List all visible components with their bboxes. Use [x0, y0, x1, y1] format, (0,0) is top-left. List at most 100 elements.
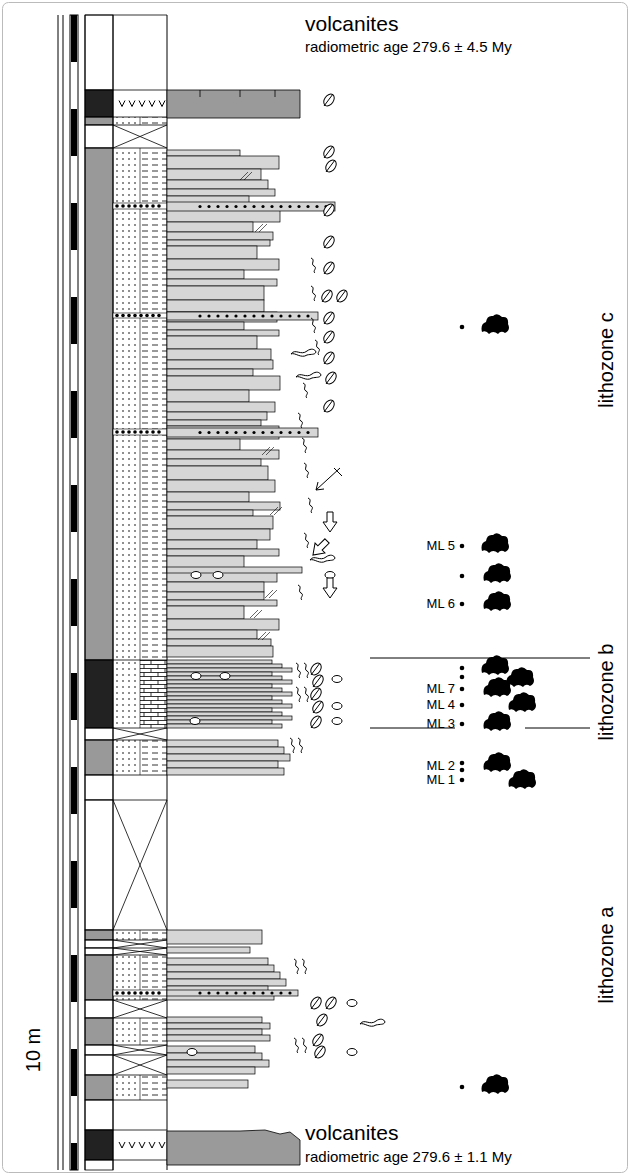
sediment-bed	[167, 747, 284, 754]
sediment-bed	[167, 222, 253, 232]
pebble	[198, 205, 201, 208]
sediment-bed	[167, 1053, 262, 1060]
plant-fossil	[322, 329, 337, 345]
squiggle	[304, 687, 308, 702]
pebble	[252, 205, 255, 208]
sediment-bed	[167, 720, 272, 724]
fossil-level	[484, 563, 512, 583]
sample-dot	[460, 574, 465, 579]
pebble	[216, 314, 219, 317]
pebble	[234, 991, 237, 994]
color-column-cell	[85, 1018, 113, 1045]
pebble	[225, 314, 228, 317]
squiggle	[298, 413, 302, 428]
sediment-bed	[167, 668, 292, 672]
gap-cross	[113, 1045, 167, 1055]
burrow	[296, 372, 321, 379]
sediment-bed	[167, 672, 272, 676]
pebble	[225, 431, 228, 434]
sediment-bed	[167, 420, 261, 426]
leaf-outline	[322, 202, 337, 218]
squiggle	[304, 463, 308, 478]
joint-tick	[240, 90, 241, 97]
burrow-outline	[310, 555, 335, 562]
cross-bedding	[255, 224, 267, 232]
sediment-bed	[167, 516, 273, 529]
sample-dot	[460, 768, 465, 773]
fossil-level	[507, 667, 535, 687]
sample-dot	[460, 703, 465, 708]
leaf-vein	[324, 94, 333, 106]
pebble	[139, 204, 143, 208]
concretion	[191, 673, 201, 680]
leaf-vein	[324, 400, 333, 412]
column-border	[113, 15, 114, 1170]
gap-cross	[113, 1055, 167, 1075]
sediment-bed	[167, 286, 264, 300]
sample-dot	[460, 666, 465, 671]
sediment-bed	[167, 630, 257, 639]
sediment-bed	[167, 240, 270, 246]
pebble	[261, 991, 264, 994]
squiggle	[311, 286, 315, 301]
level-label: ML 1	[427, 773, 455, 787]
joint-tick	[200, 90, 201, 97]
sediment-bed	[167, 189, 275, 196]
pebble	[243, 205, 246, 208]
sediment-bed	[167, 965, 274, 972]
sediment-bed	[167, 502, 280, 510]
fossil-level	[482, 314, 510, 334]
pebble	[127, 991, 131, 995]
sediment-bed	[167, 312, 318, 320]
scale-segment	[71, 579, 77, 626]
leaf-outline	[309, 714, 324, 730]
scale-segment	[71, 1143, 77, 1170]
pebble	[115, 991, 119, 995]
rock-unit-label: volcanites	[305, 12, 398, 35]
gap-cross	[113, 940, 167, 948]
sediment-bed	[167, 712, 282, 716]
plant-fossil	[322, 234, 337, 250]
unit-boundary	[85, 1100, 167, 1101]
plant-fossil	[311, 1032, 326, 1048]
fossil-level	[482, 1074, 510, 1094]
pebble	[306, 431, 309, 434]
trace-fossil	[304, 463, 308, 478]
fossil-symbol	[484, 591, 512, 611]
pebble	[216, 431, 219, 434]
age-label: radiometric age 279.6 ± 1.1 My	[305, 1149, 512, 1166]
unit-boundary	[85, 940, 167, 941]
unit-boundary	[85, 1000, 167, 1001]
shale-pattern	[140, 1075, 167, 1100]
pebble	[207, 991, 210, 994]
pebble	[270, 431, 273, 434]
pebble	[288, 431, 291, 434]
trace-fossil	[308, 498, 312, 513]
joint-tick	[275, 90, 276, 97]
color-column-cell	[85, 800, 113, 930]
leaf-vein	[324, 312, 333, 324]
column-divider	[140, 117, 141, 125]
sample-dot	[460, 602, 465, 607]
leaf-outline	[322, 329, 337, 345]
unit-boundary	[85, 775, 167, 776]
trace-fossil	[304, 663, 308, 678]
unit-boundary	[85, 948, 167, 949]
trace-fossil	[302, 959, 306, 974]
burrow-outline	[291, 349, 316, 356]
plant-fossil	[309, 995, 324, 1011]
leaf-outline	[324, 370, 339, 386]
pebble	[121, 314, 125, 318]
burrow	[310, 555, 335, 562]
shale-pattern	[140, 148, 167, 660]
pebble	[157, 204, 161, 208]
fossil-symbol	[482, 533, 510, 553]
shale-pattern	[140, 1018, 167, 1045]
pebble	[157, 991, 161, 995]
gap-cross	[113, 728, 167, 740]
pebble	[270, 991, 273, 994]
gap-cross	[113, 800, 167, 930]
plant-fossil	[313, 1044, 328, 1060]
pebble	[151, 204, 155, 208]
pebble	[234, 205, 237, 208]
